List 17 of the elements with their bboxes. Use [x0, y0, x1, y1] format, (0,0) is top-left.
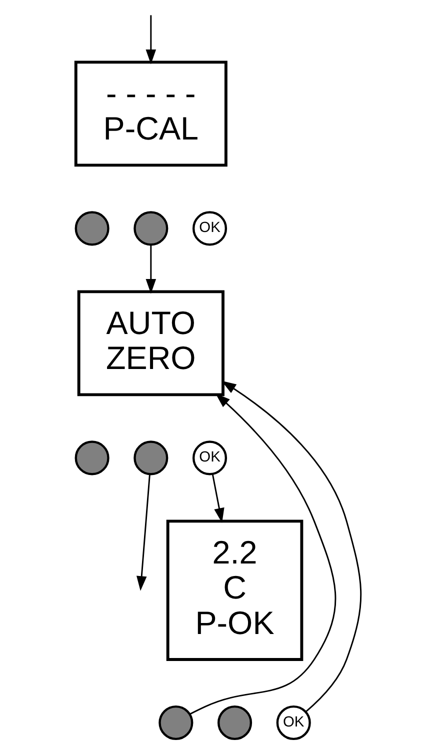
node-box: AUTO ZERO: [76, 290, 224, 396]
node-circle: [74, 440, 109, 476]
node-circle: OK: [192, 211, 227, 246]
node-circle: [216, 705, 252, 740]
node-box: - - - - - P-CAL: [74, 60, 227, 167]
arrow: [211, 474, 224, 523]
arrow: [145, 245, 156, 294]
node-circle: [133, 211, 168, 246]
arrow: [189, 393, 336, 715]
node-circle: [158, 705, 193, 740]
node-circle: [133, 440, 168, 476]
arrow: [136, 474, 150, 591]
node-box: 2.2 C P-OK: [166, 520, 303, 661]
node-circle: OK: [276, 705, 310, 740]
node-circle: [74, 211, 109, 246]
node-circle: OK: [192, 440, 227, 476]
arrow: [145, 15, 156, 64]
